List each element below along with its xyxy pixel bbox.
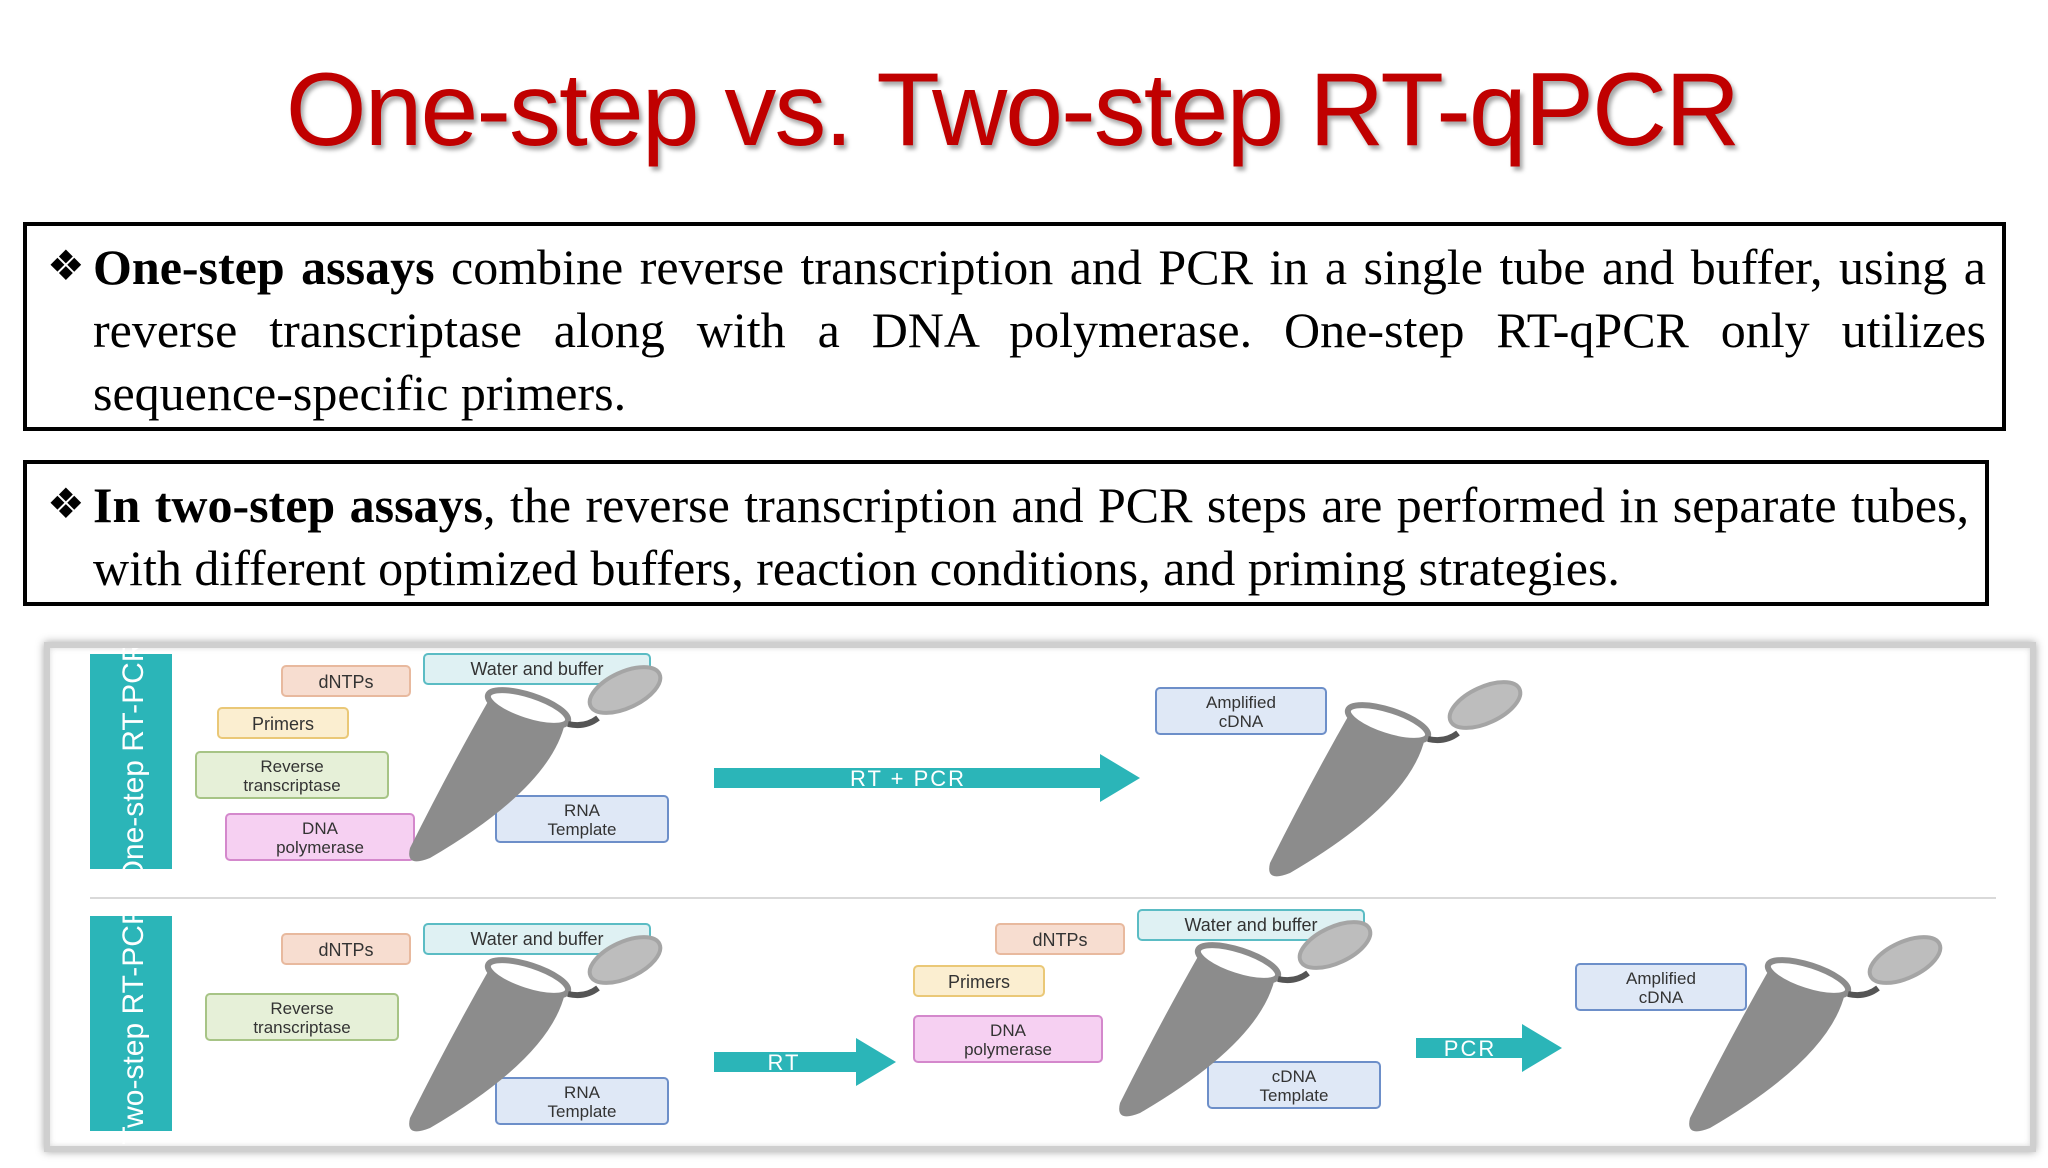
primers-label: Primers <box>217 707 349 739</box>
svg-text:DNA: DNA <box>302 819 339 838</box>
tube-icon <box>1689 928 1947 1132</box>
amplified-cdna-label: Amplified cDNA <box>1575 963 1747 1011</box>
svg-text:Primers: Primers <box>252 714 314 734</box>
reverse-transcriptase-label: Reverse transcriptase <box>205 993 399 1041</box>
svg-text:RT + PCR: RT + PCR <box>850 766 966 791</box>
rna-template-label: RNA Template <box>495 1077 669 1125</box>
two-step-heading: In two-step assays <box>93 477 484 533</box>
water-buffer-label: Water and buffer <box>423 923 651 955</box>
svg-text:Amplified: Amplified <box>1206 693 1276 712</box>
svg-text:transcriptase: transcriptase <box>243 776 340 795</box>
one-step-description-box: ❖ One-step assays combine reverse transc… <box>23 222 2006 431</box>
amplified-cdna-label: Amplified cDNA <box>1155 687 1327 735</box>
svg-text:transcriptase: transcriptase <box>253 1018 350 1037</box>
dntps-label: dNTPs <box>281 665 411 697</box>
svg-text:polymerase: polymerase <box>964 1040 1052 1059</box>
svg-text:RNA: RNA <box>564 1083 601 1102</box>
svg-text:Primers: Primers <box>948 972 1010 992</box>
diamond-bullet-icon: ❖ <box>47 482 85 528</box>
pcr-arrow: PCR <box>1416 1024 1562 1072</box>
two-step-text: , the reverse transcription and PCR step… <box>93 477 1969 596</box>
one-step-heading: One-step assays <box>93 239 435 295</box>
dna-polymerase-label: DNA polymerase <box>225 813 415 861</box>
diamond-bullet-icon: ❖ <box>47 244 85 290</box>
svg-text:RNA: RNA <box>564 801 601 820</box>
svg-text:Reverse: Reverse <box>260 757 323 776</box>
svg-text:Template: Template <box>548 820 617 839</box>
svg-text:polymerase: polymerase <box>276 838 364 857</box>
svg-text:cDNA: cDNA <box>1219 712 1264 731</box>
rna-template-label: RNA Template <box>495 795 669 843</box>
cdna-template-label: cDNA Template <box>1207 1061 1381 1109</box>
svg-text:cDNA: cDNA <box>1639 988 1684 1007</box>
one-step-side-label-bar <box>90 654 172 869</box>
slide-title: One-step vs. Two-step RT-qPCR <box>285 52 1741 168</box>
dntps-label: dNTPs <box>281 933 411 965</box>
rt-pcr-arrow: RT + PCR <box>714 754 1140 802</box>
workflow-diagram: One-step RT-PCR dNTPs Water and buffer P… <box>90 648 1996 1145</box>
one-step-side-label: One-step RT-PCR <box>117 648 150 883</box>
two-step-description-box: ❖ In two-step assays, the reverse transc… <box>23 460 1989 606</box>
svg-text:Template: Template <box>548 1102 617 1121</box>
svg-text:Amplified: Amplified <box>1626 969 1696 988</box>
rt-pcr-workflow-figure: One-step RT-PCR dNTPs Water and buffer P… <box>44 642 2036 1152</box>
svg-text:dNTPs: dNTPs <box>318 672 373 692</box>
rt-arrow: RT <box>714 1038 896 1086</box>
svg-text:Template: Template <box>1260 1086 1329 1105</box>
svg-text:RT: RT <box>768 1050 801 1075</box>
dntps-label: dNTPs <box>995 923 1125 955</box>
svg-text:cDNA: cDNA <box>1272 1067 1317 1086</box>
one-step-text: combine reverse transcription and PCR in… <box>93 239 1986 421</box>
svg-text:dNTPs: dNTPs <box>1032 930 1087 950</box>
primers-label: Primers <box>913 965 1045 997</box>
two-step-side-label: Two-step RT-PCR <box>117 903 150 1144</box>
svg-text:PCR: PCR <box>1444 1036 1496 1061</box>
dna-polymerase-label: DNA polymerase <box>913 1015 1103 1063</box>
svg-text:Water and buffer: Water and buffer <box>470 659 603 679</box>
svg-text:Water and buffer: Water and buffer <box>470 929 603 949</box>
reverse-transcriptase-label: Reverse transcriptase <box>195 751 389 799</box>
water-buffer-label: Water and buffer <box>1137 909 1365 941</box>
svg-text:Water and buffer: Water and buffer <box>1184 915 1317 935</box>
svg-text:dNTPs: dNTPs <box>318 940 373 960</box>
water-buffer-label: Water and buffer <box>423 653 651 685</box>
svg-text:Reverse: Reverse <box>270 999 333 1018</box>
svg-text:DNA: DNA <box>990 1021 1027 1040</box>
two-step-side-label-bar <box>90 916 172 1131</box>
